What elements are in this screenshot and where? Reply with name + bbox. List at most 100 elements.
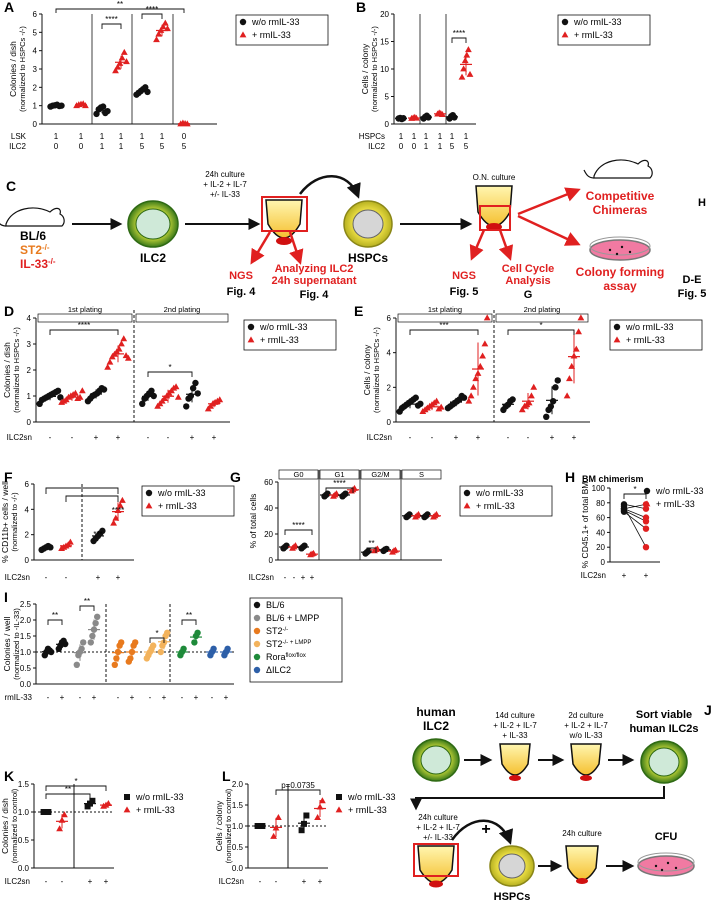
schematic-j: J human ILC2 14d culture + IL-2 + IL-7 +… <box>410 702 712 903</box>
j-transfer-arrow <box>450 819 514 845</box>
mouse-icon <box>0 207 65 227</box>
data-point <box>467 392 475 399</box>
legend-label: ST2-/- <box>266 626 288 636</box>
sig-bracket <box>409 329 479 335</box>
sig-bracket <box>45 785 107 791</box>
row-value: 1 <box>100 132 105 141</box>
sort-line-1: Sort viable <box>636 709 692 721</box>
data-point <box>99 527 106 535</box>
y-tick-label: 60 <box>596 514 605 523</box>
data-point <box>76 393 84 400</box>
y-tick-label: 0.5 <box>232 843 244 852</box>
row-value: - <box>211 693 214 702</box>
row-value: 1 <box>450 132 455 141</box>
data-point <box>78 387 86 394</box>
culture2-line-3: w/o IL-33 <box>569 731 603 740</box>
sig-label: **** <box>292 521 304 530</box>
legend-marker <box>253 653 261 661</box>
y-tick-label: 2.0 <box>20 616 32 625</box>
row-value: 1 <box>424 142 429 151</box>
row-value: - <box>65 573 68 582</box>
legend-marker <box>123 806 131 813</box>
legend-label: ST2-/- + LMPP <box>266 639 311 649</box>
plating-bar-1 <box>37 313 133 323</box>
sig-bracket <box>366 547 377 553</box>
panel-letter-e: E <box>354 303 363 319</box>
y-axis-label: Colonies / dish <box>0 798 10 854</box>
data-point <box>437 403 445 410</box>
data-point <box>479 352 486 359</box>
row-value: 1 <box>399 132 404 141</box>
data-point <box>575 328 582 335</box>
data-point <box>460 65 467 72</box>
data-point <box>155 30 163 37</box>
row-value: 1 <box>79 132 84 141</box>
row-value: 1 <box>424 132 429 141</box>
panel-letter-i: I <box>4 589 8 605</box>
data-point <box>104 363 112 370</box>
y-axis-label: % of total cells <box>248 494 258 549</box>
row-value: 1 <box>464 132 469 141</box>
row-value: 0 <box>54 142 59 151</box>
legend-marker <box>247 323 255 331</box>
hspcs-label: HSPCs <box>348 251 388 265</box>
legend-marker <box>463 502 471 509</box>
culture24b-label: 24h culture <box>562 829 602 838</box>
row-value: + <box>224 693 229 702</box>
on-culture-label: O.N. culture <box>473 173 516 182</box>
row-value: - <box>293 573 296 582</box>
sig-bracket <box>45 793 91 799</box>
ilc2-label: ILC2 <box>140 251 166 265</box>
de-ref-label: D-E <box>683 274 702 286</box>
legend-label: + rmIL-33 <box>252 30 291 40</box>
data-point <box>301 542 308 549</box>
legend-marker <box>463 489 471 497</box>
j-hspcs-label: HSPCs <box>494 891 531 903</box>
y-tick-label: 40 <box>596 528 605 537</box>
legend-marker <box>561 31 569 38</box>
row-value: - <box>61 877 64 886</box>
data-point <box>463 51 471 58</box>
data-point <box>465 397 473 404</box>
row-label: ILC2sn <box>7 433 32 442</box>
legend-marker <box>253 601 261 609</box>
ilc2-nucleus-icon <box>135 208 171 240</box>
sig-bracket <box>101 23 122 29</box>
panel-title-h: BM chimerism <box>582 474 644 484</box>
y-tick-label: 6 <box>387 314 392 323</box>
data-point <box>61 811 68 818</box>
legend-label: + rmIL-33 <box>626 335 665 345</box>
y-tick-label: 0.0 <box>232 864 244 873</box>
data-point <box>424 511 431 518</box>
fig4-label-1: Fig. 4 <box>227 286 257 298</box>
fig4-label-2: Fig. 4 <box>300 289 330 301</box>
sig-bracket <box>181 619 197 625</box>
colony-arrow <box>517 214 581 246</box>
data-point <box>319 797 326 804</box>
data-point <box>470 383 477 390</box>
data-point <box>210 645 217 652</box>
fig5-ref-label: Fig. 5 <box>678 288 707 300</box>
y-tick-label: 0.0 <box>18 864 30 873</box>
y-tick-label: 0.5 <box>20 664 32 673</box>
mouse-strain-label: BL/6 <box>20 229 46 243</box>
row-label: ILC2sn <box>367 433 392 442</box>
y-tick-label: 2.5 <box>20 600 32 609</box>
y-tick-label: 15 <box>380 38 389 47</box>
sig-label: ** <box>52 611 58 620</box>
sig-label: **** <box>333 479 345 488</box>
y-axis-sublabel: (normalized to -IL-33) <box>12 608 21 680</box>
culture2-line-1: 2d culture <box>568 711 604 720</box>
legend-marker <box>247 336 255 343</box>
data-point <box>67 538 74 545</box>
y-axis-label: Cells / colony <box>360 43 370 94</box>
data-point <box>164 25 171 32</box>
data-point <box>298 827 305 834</box>
legend-box <box>609 319 703 351</box>
competitive-label: Competitive <box>586 189 655 203</box>
row-value: + <box>94 433 99 442</box>
